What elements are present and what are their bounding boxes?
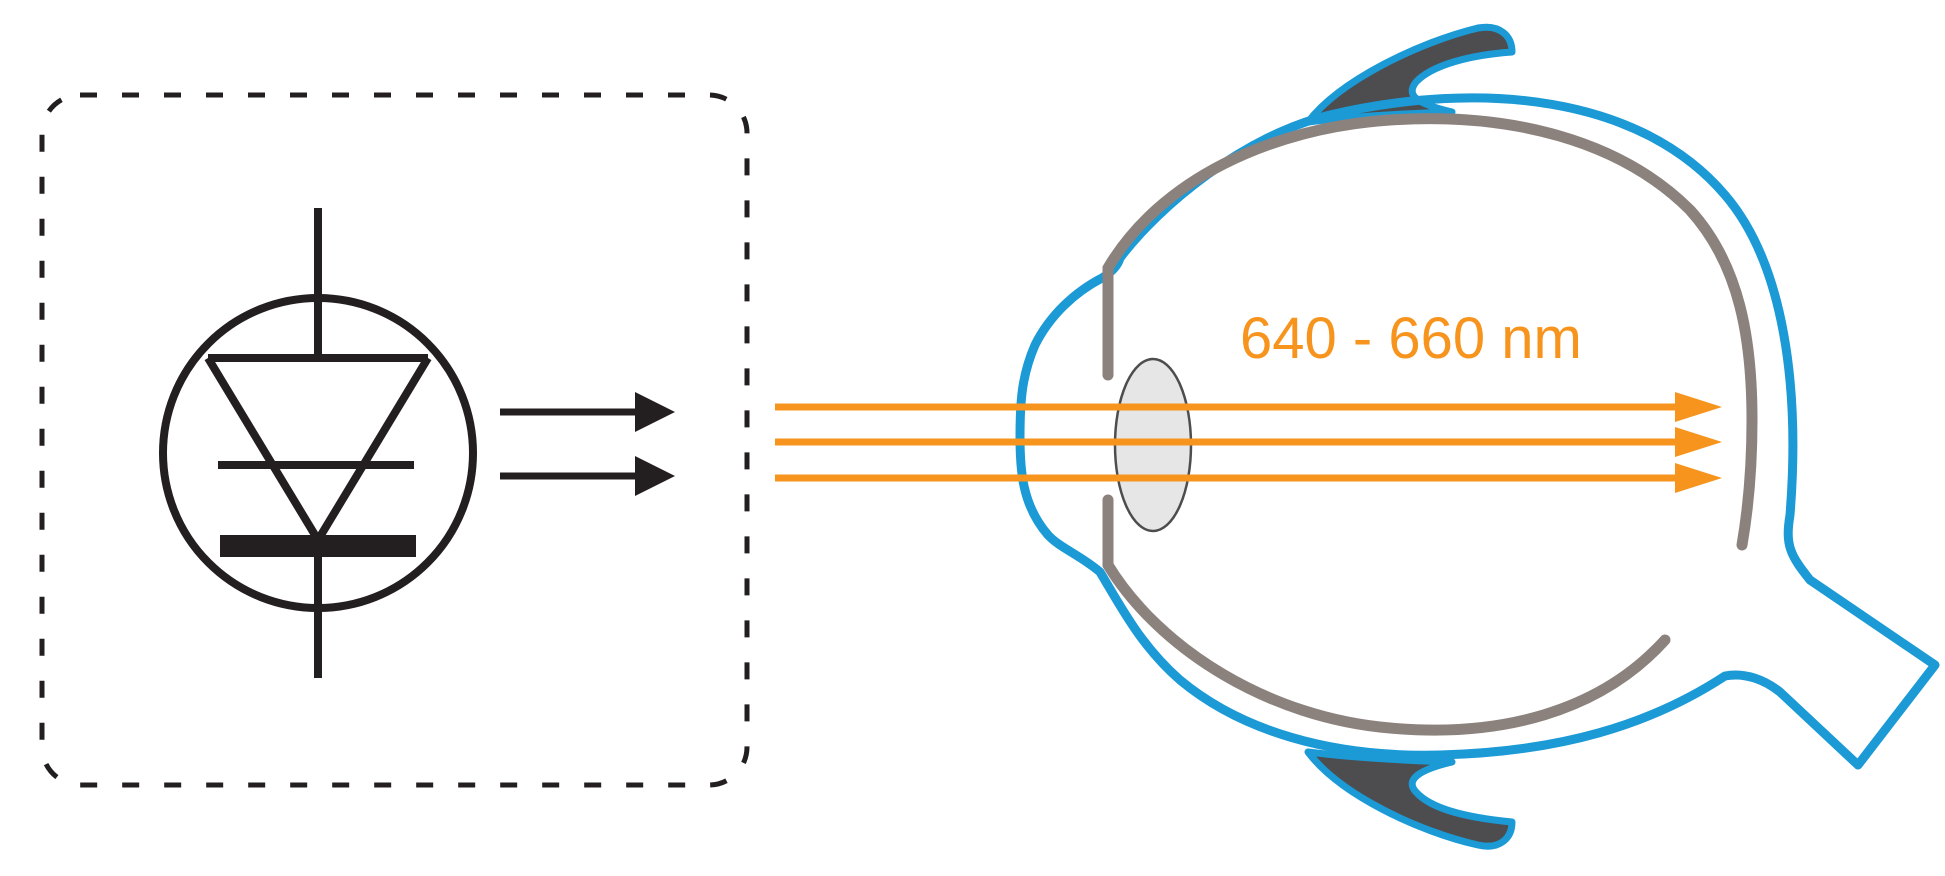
light-beam-arrowhead-1 xyxy=(1675,392,1722,422)
emission-arrows xyxy=(500,392,675,496)
emission-arrow-head-1 xyxy=(635,392,675,432)
light-beams xyxy=(775,392,1722,493)
light-beam-arrowhead-2 xyxy=(1675,427,1722,457)
led-triangle-left xyxy=(204,355,322,543)
retina-upper-arc xyxy=(1102,113,1758,551)
led-dashed-enclosure xyxy=(39,92,750,788)
sclera-outline xyxy=(1015,93,1940,770)
led-triangle-right xyxy=(314,355,432,543)
led-symbol xyxy=(159,208,477,678)
emission-arrow-head-2 xyxy=(635,456,675,496)
wavelength-label: 640 - 660 nm xyxy=(1240,306,1582,371)
retina-lower-arc xyxy=(1102,494,1671,736)
lower-eyelid xyxy=(1304,748,1516,850)
upper-eyelid xyxy=(1304,23,1516,126)
led-cathode-bar xyxy=(220,535,416,557)
light-beam-arrowhead-3 xyxy=(1675,463,1722,493)
